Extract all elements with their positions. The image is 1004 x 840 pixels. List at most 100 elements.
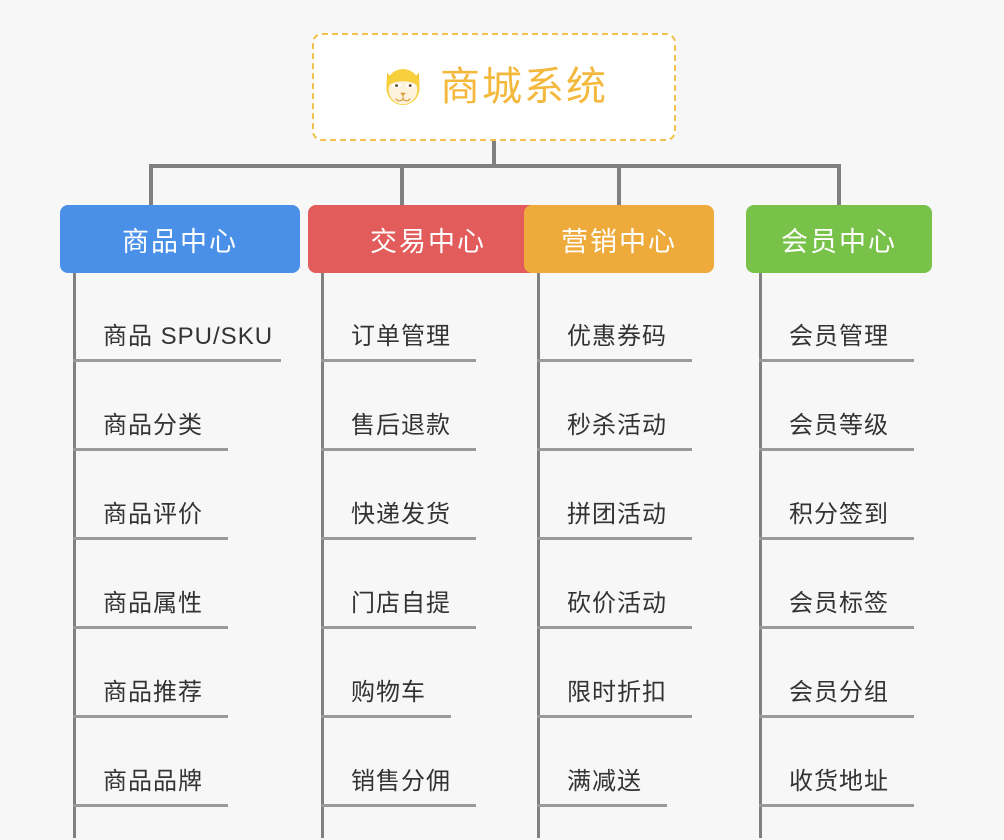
branch-spine bbox=[73, 273, 76, 838]
branch-header-label: 交易中心 bbox=[370, 226, 486, 257]
leaf-underline bbox=[537, 804, 667, 807]
leaf-underline bbox=[73, 537, 228, 540]
branch-spine bbox=[759, 273, 762, 838]
leaf-item[interactable]: 快递发货 bbox=[321, 451, 476, 540]
branch-spine bbox=[537, 273, 540, 838]
leaf-underline bbox=[321, 448, 476, 451]
leaf-label: 快递发货 bbox=[351, 501, 451, 529]
leaf-item[interactable]: 会员管理 bbox=[759, 273, 914, 362]
leaf-item[interactable]: 砍价活动 bbox=[537, 540, 692, 629]
leaf-label: 会员等级 bbox=[789, 412, 889, 440]
branch-spine bbox=[321, 273, 324, 838]
leaf-item[interactable]: 满减送 bbox=[537, 718, 667, 807]
leaf-label: 满减送 bbox=[567, 768, 642, 796]
leaf-underline bbox=[759, 537, 914, 540]
leaf-label: 收货地址 bbox=[789, 768, 889, 796]
leaf-underline bbox=[759, 626, 914, 629]
leaf-label: 拼团活动 bbox=[567, 501, 667, 529]
leaf-item[interactable]: 购物车 bbox=[321, 629, 451, 718]
leaf-label: 限时折扣 bbox=[567, 679, 667, 707]
leaf-underline bbox=[759, 448, 914, 451]
leaf-item[interactable]: 收货地址 bbox=[759, 718, 914, 807]
connector-drop-3 bbox=[837, 164, 841, 207]
leaf-underline bbox=[73, 715, 228, 718]
leaf-underline bbox=[321, 537, 476, 540]
leaf-label: 商品属性 bbox=[103, 590, 203, 618]
leaf-underline bbox=[537, 626, 692, 629]
leaf-item[interactable]: 商品属性 bbox=[73, 540, 273, 629]
leaf-item[interactable]: 销售分佣 bbox=[321, 718, 476, 807]
leaf-underline bbox=[73, 359, 281, 362]
leaf-label: 销售分佣 bbox=[351, 768, 451, 796]
leaf-item[interactable]: 门店自提 bbox=[321, 540, 476, 629]
leaf-item[interactable]: 售后退款 bbox=[321, 362, 476, 451]
leaf-item[interactable]: 积分签到 bbox=[759, 451, 914, 540]
leaf-label: 秒杀活动 bbox=[567, 412, 667, 440]
leaf-item[interactable]: 商品推荐 bbox=[73, 629, 273, 718]
leaf-label: 购物车 bbox=[351, 679, 426, 707]
leaf-item[interactable]: 商品评价 bbox=[73, 451, 273, 540]
leaf-item[interactable]: 限时折扣 bbox=[537, 629, 692, 718]
connector-drop-2 bbox=[617, 164, 621, 207]
leaf-underline bbox=[759, 715, 914, 718]
branch-header-label: 商品中心 bbox=[122, 226, 238, 257]
leaf-label: 优惠券码 bbox=[567, 323, 667, 351]
leaf-underline bbox=[73, 626, 228, 629]
leaf-underline bbox=[73, 804, 228, 807]
leaf-underline bbox=[537, 537, 692, 540]
leaf-list: 商品 SPU/SKU 商品分类 商品评价 商品属性 商品推荐 商品品牌 bbox=[73, 273, 281, 807]
leaf-underline bbox=[759, 804, 914, 807]
leaf-item[interactable]: 订单管理 bbox=[321, 273, 476, 362]
branch-column-member-center: 会员中心 会员管理 会员等级 积分签到 会员标签 会员分组 bbox=[746, 205, 932, 838]
shiba-dog-icon bbox=[386, 69, 420, 105]
leaf-item[interactable]: 会员等级 bbox=[759, 362, 914, 451]
branch-header-transaction-center[interactable]: 交易中心 bbox=[308, 205, 548, 273]
leaf-label: 积分签到 bbox=[789, 501, 889, 529]
branch-header-member-center[interactable]: 会员中心 bbox=[746, 205, 932, 273]
branch-column-product-center: 商品中心 商品 SPU/SKU 商品分类 商品评价 商品属性 商品推荐 bbox=[60, 205, 300, 838]
leaf-label: 门店自提 bbox=[351, 590, 451, 618]
connector-trunk bbox=[151, 164, 841, 168]
root-title: 商城系统 bbox=[440, 65, 608, 109]
leaf-underline bbox=[321, 626, 476, 629]
leaf-underline bbox=[321, 359, 476, 362]
leaf-list: 会员管理 会员等级 积分签到 会员标签 会员分组 收货地址 bbox=[759, 273, 914, 807]
leaf-list: 优惠券码 秒杀活动 拼团活动 砍价活动 限时折扣 满减送 bbox=[537, 273, 692, 807]
branch-header-marketing-center[interactable]: 营销中心 bbox=[524, 205, 714, 273]
leaf-underline bbox=[537, 715, 692, 718]
root-node[interactable]: 商城系统 bbox=[312, 33, 676, 141]
leaf-label: 会员管理 bbox=[789, 323, 889, 351]
leaf-label: 商品分类 bbox=[103, 412, 203, 440]
leaf-item[interactable]: 会员标签 bbox=[759, 540, 914, 629]
leaf-label: 会员标签 bbox=[789, 590, 889, 618]
branch-column-transaction-center: 交易中心 订单管理 售后退款 快递发货 门店自提 购物车 bbox=[308, 205, 548, 838]
leaf-label: 商品品牌 bbox=[103, 768, 203, 796]
connector-root-stem bbox=[492, 141, 496, 168]
leaf-underline bbox=[321, 804, 476, 807]
leaf-item[interactable]: 商品分类 bbox=[73, 362, 273, 451]
leaf-list: 订单管理 售后退款 快递发货 门店自提 购物车 销售分佣 bbox=[321, 273, 476, 807]
leaf-item[interactable]: 优惠券码 bbox=[537, 273, 692, 362]
leaf-label: 售后退款 bbox=[351, 412, 451, 440]
leaf-label: 订单管理 bbox=[351, 323, 451, 351]
leaf-item[interactable]: 秒杀活动 bbox=[537, 362, 692, 451]
leaf-item[interactable]: 商品品牌 bbox=[73, 718, 273, 807]
leaf-underline bbox=[759, 359, 914, 362]
leaf-underline bbox=[321, 715, 451, 718]
branch-header-label: 营销中心 bbox=[561, 226, 677, 257]
leaf-item[interactable]: 商品 SPU/SKU bbox=[73, 273, 281, 362]
leaf-label: 商品评价 bbox=[103, 501, 203, 529]
connector-drop-0 bbox=[149, 164, 153, 207]
leaf-underline bbox=[73, 448, 228, 451]
leaf-underline bbox=[537, 359, 692, 362]
leaf-label: 砍价活动 bbox=[567, 590, 667, 618]
leaf-item[interactable]: 会员分组 bbox=[759, 629, 914, 718]
leaf-item[interactable]: 拼团活动 bbox=[537, 451, 692, 540]
leaf-label: 会员分组 bbox=[789, 679, 889, 707]
branch-header-label: 会员中心 bbox=[781, 226, 897, 257]
leaf-label: 商品推荐 bbox=[103, 679, 203, 707]
connector-drop-1 bbox=[400, 164, 404, 207]
branch-column-marketing-center: 营销中心 优惠券码 秒杀活动 拼团活动 砍价活动 限时折扣 bbox=[524, 205, 714, 838]
branch-header-product-center[interactable]: 商品中心 bbox=[60, 205, 300, 273]
